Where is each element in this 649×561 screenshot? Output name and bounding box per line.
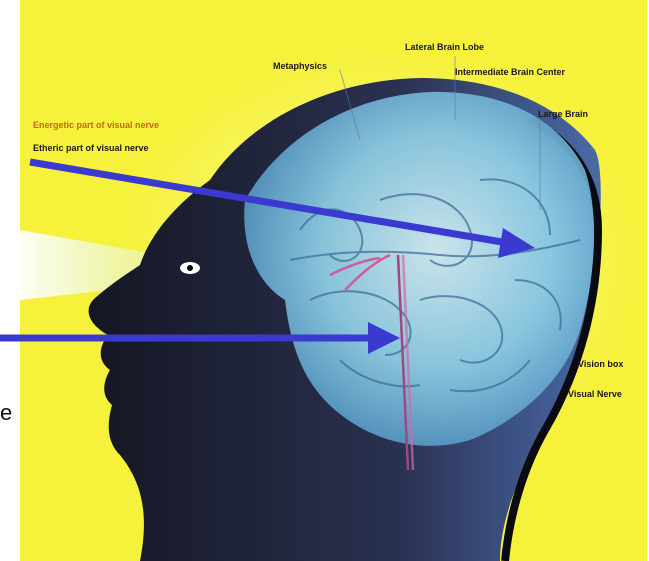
label-lateral-brain-lobe: Lateral Brain Lobe — [405, 42, 484, 52]
label-vision-box: Vision box — [578, 359, 623, 369]
label-energetic-visual-nerve: Energetic part of visual nerve — [33, 120, 159, 130]
label-intermediate-brain-center: Intermediate Brain Center — [455, 67, 566, 77]
label-metaphysics: Metaphysics — [273, 61, 327, 71]
label-etheric-visual-nerve: Etheric part of visual nerve — [33, 143, 149, 153]
edge-letter: e — [0, 400, 12, 425]
left-white-strip — [0, 0, 20, 561]
label-large-brain: Large Brain — [538, 109, 588, 119]
label-visual-nerve: Visual Nerve — [568, 389, 622, 399]
eye-pupil — [187, 265, 193, 271]
